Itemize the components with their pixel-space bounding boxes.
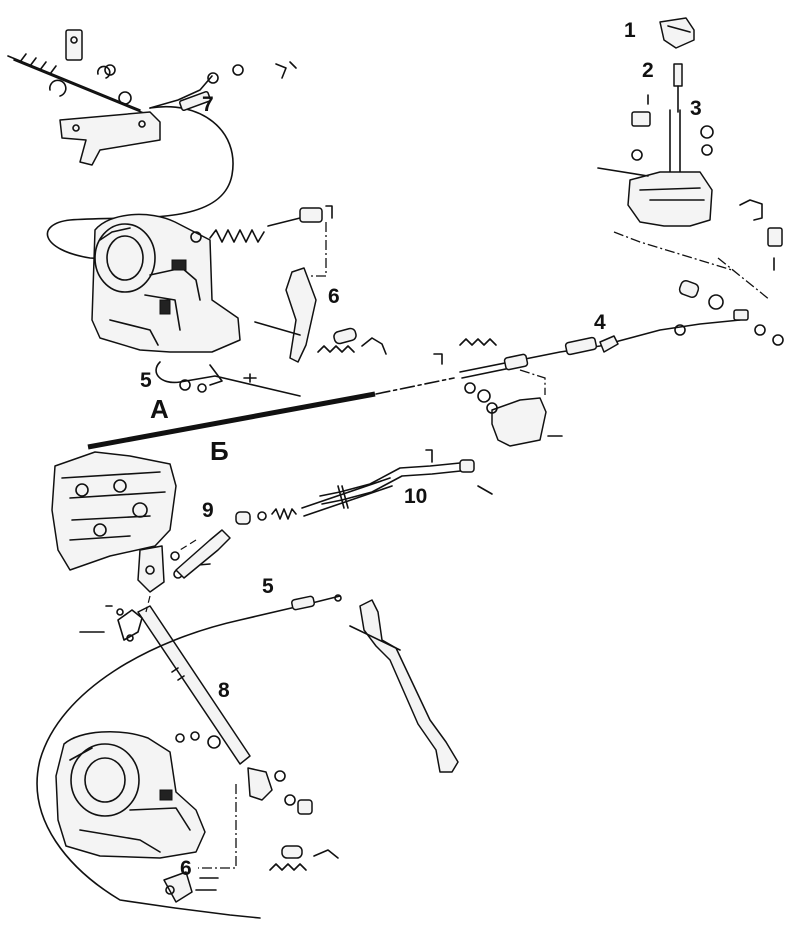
upper-bracket [59,111,161,166]
upper-spring-link [190,205,333,243]
shift-lever-2 [669,63,683,181]
callout-2: 2 [642,59,654,82]
rod-8 [79,605,251,765]
callout-3: 3 [690,97,702,120]
clutch-pedal [349,599,459,773]
callout-6-lower: 6 [180,857,192,880]
callout-5-lower: 5 [262,575,274,598]
lower-gearbox-housing [55,731,221,859]
lower-lever-6 [163,767,339,903]
rod-9 [175,477,393,579]
shift-knob-1 [659,17,695,49]
lower-cable-5 [36,594,342,919]
section-label-a: А [150,394,169,424]
callout-1: 1 [624,19,636,42]
cable-4 [375,280,784,395]
callout-10: 10 [404,485,428,508]
upper-right-dashed-guide [613,231,771,301]
callout-7: 7 [202,93,214,116]
section-divider [87,391,376,450]
callout-9: 9 [202,499,214,522]
upper-linkage-rod [7,29,147,115]
lower-dashed-guides [145,539,197,613]
callout-4: 4 [594,311,606,334]
rod-10 [319,449,493,509]
upper-cable-5 [155,361,301,397]
upper-gearbox-housing [91,213,241,353]
callout-8: 8 [218,679,230,702]
upper-cable-7 [46,61,297,263]
engine-block [51,451,177,571]
lever-housing-3 [597,94,783,271]
callout-6-upper: 6 [328,285,340,308]
section-label-b: Б [210,436,229,466]
callout-5-upper: 5 [140,369,152,392]
middle-bracket [464,369,563,447]
upper-lever-6 [254,222,387,363]
